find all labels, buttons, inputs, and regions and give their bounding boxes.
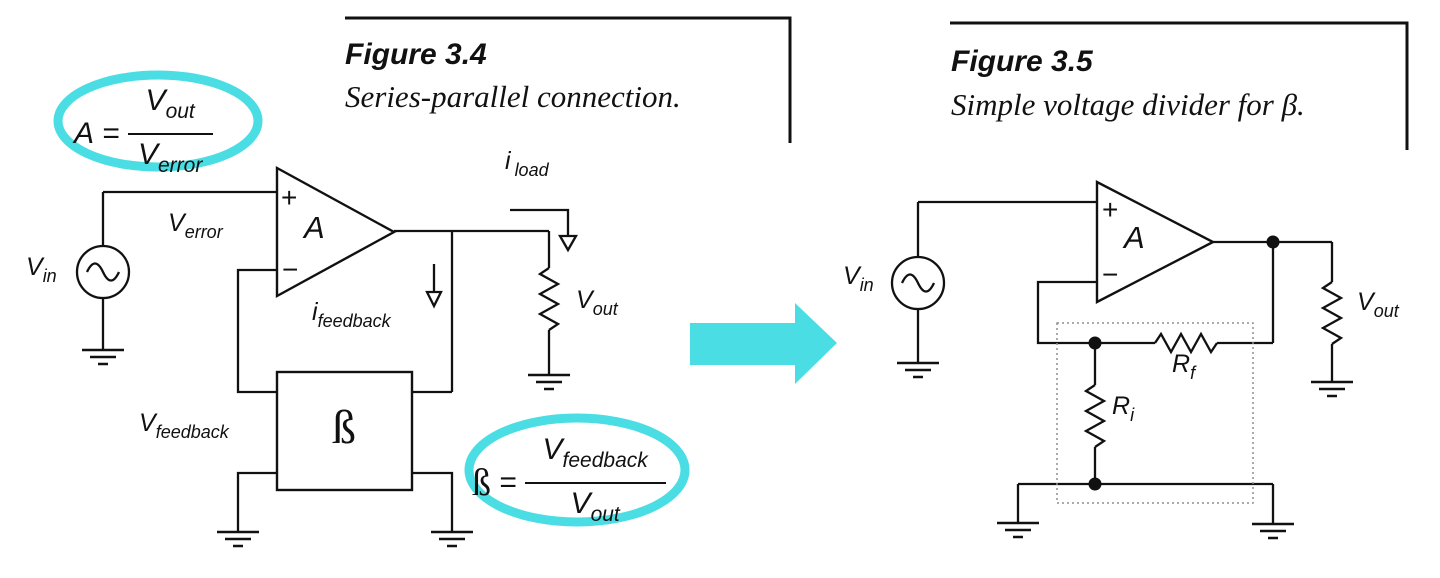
gain-formula-highlight-ellipse (53, 70, 263, 172)
figure-3-5-title: Figure 3.5 (951, 45, 1093, 78)
load-current-arrow (510, 208, 570, 236)
figure-3-5-caption: Simple voltage divider for β. (951, 87, 1305, 122)
figure-3-4-caption: Series-parallel connection. (345, 79, 681, 114)
output-resistor-symbol (1320, 281, 1344, 345)
beta-formula-highlight-ellipse (464, 413, 690, 527)
gain-formula-denominator: Verror (137, 138, 203, 177)
left-opamp-minus-input: − (282, 254, 299, 285)
left-opamp-gain-label: A (304, 210, 325, 245)
left-circuit (75, 165, 578, 548)
left-verror-label: Verror (168, 209, 223, 242)
feedback-resistor-label: Rf (1172, 350, 1196, 383)
left-opamp-plus-input: + (281, 182, 298, 213)
gain-formula-lhs: A (74, 116, 95, 150)
load-resistor-symbol (537, 267, 561, 331)
beta-formula: ß = Vfeedback Vout (472, 433, 666, 532)
beta-formula-fraction: Vfeedback Vout (524, 433, 666, 532)
opamp-triangle (275, 165, 397, 299)
right-vout-label: Vout (1357, 288, 1399, 321)
left-vout-label: Vout (576, 286, 618, 319)
sine-wave-icon (900, 273, 936, 293)
gain-formula-numerator: Vout (127, 84, 213, 135)
beta-formula-numerator: Vfeedback (524, 433, 666, 484)
beta-formula-denominator: Vout (570, 487, 620, 526)
left-wires (101, 190, 551, 532)
opamp-triangle (1095, 180, 1216, 304)
right-arrow-icon (690, 303, 837, 384)
right-circuit (890, 180, 1353, 540)
junction-dot (1088, 336, 1102, 350)
right-opamp-minus-input: − (1102, 259, 1119, 290)
feedback-resistor-symbol (1154, 331, 1218, 355)
right-opamp-gain-label: A (1124, 220, 1145, 255)
junction-dots (1088, 235, 1280, 491)
figure-3-4-frame (345, 16, 792, 143)
beta-formula-equals: = (499, 465, 517, 499)
right-opamp-plus-input: + (1102, 194, 1119, 225)
gain-formula-equals: = (102, 116, 120, 150)
ac-source-symbol (890, 255, 946, 311)
load-current-arrowhead-icon (558, 234, 578, 253)
ground-symbols (82, 348, 570, 548)
left-vin-label: Vin (26, 253, 57, 286)
voltage-divider-dotted-box (1056, 322, 1254, 504)
ac-source-symbol (75, 244, 131, 300)
figure-3-5-frame (950, 21, 1409, 150)
left-vfeedback-label: Vfeedback (139, 409, 229, 442)
input-resistor-label: Ri (1112, 392, 1135, 425)
ground-symbols (897, 361, 1353, 540)
gain-formula: A = Vout Verror (74, 84, 213, 183)
beta-feedback-block (275, 370, 414, 492)
junction-dot (1088, 477, 1102, 491)
figure-3-4-title: Figure 3.4 (345, 38, 487, 71)
right-vin-label: Vin (843, 262, 874, 295)
beta-block-label: ß (332, 401, 356, 454)
junction-dot (1266, 235, 1280, 249)
gain-formula-fraction: Vout Verror (127, 84, 213, 183)
sine-wave-icon (85, 262, 121, 282)
input-resistor-symbol (1083, 384, 1107, 448)
left-ifeedback-label: ifeedback (312, 298, 391, 331)
beta-formula-lhs: ß (472, 461, 491, 504)
feedback-current-arrowhead-icon (425, 290, 443, 309)
